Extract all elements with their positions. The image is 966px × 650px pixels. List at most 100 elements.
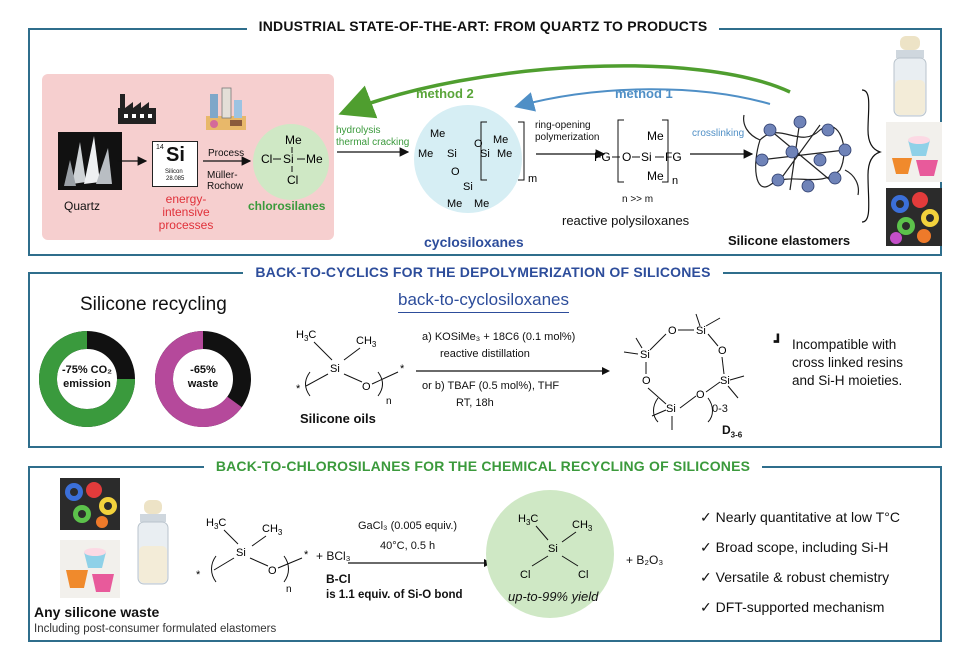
repeat-range-label: 0-3 [712,403,728,415]
thermal-cracking-label: thermal cracking [336,137,410,148]
crosslinking-label: crosslinking [692,128,745,139]
svg-text:Me: Me [497,148,512,160]
svg-text:Si: Si [463,181,473,193]
checklist-item: ✓ Broad scope, including Si-H [700,532,900,562]
baby-bottle-waste-image [137,500,169,585]
dichlorodimethylsilane-product-structure: H3C CH3 Si Cl Cl [518,513,593,581]
svg-text:Me: Me [418,148,433,160]
svg-text:Me: Me [647,169,664,183]
check-text: DFT-supported mechanism [715,599,885,615]
svg-text:*: * [296,383,301,395]
element-name: Silicon [165,169,183,175]
reactive-polysiloxanes-label: reactive polysiloxanes [562,213,690,228]
method-2-arrow [338,64,791,119]
condition-a-line1: a) KOSiMe₃ + 18C6 (0.1 mol%) [422,331,576,343]
factory-icon [118,94,156,124]
muller-rochow-label: Müller-Rochow [207,170,244,192]
co2-donut-line2: emission [63,378,111,390]
depolymerization-arrow [416,367,610,375]
atomic-number: 14 [156,144,164,151]
quartz-crystal-image [58,132,122,190]
process-label: Process [208,148,245,159]
svg-text:Si: Si [666,403,676,415]
svg-text:Me: Me [493,134,508,146]
waste-donut [155,331,251,427]
svg-text:Cl: Cl [520,569,530,581]
svg-text:Si: Si [447,148,457,160]
svg-text:O: O [622,150,631,164]
svg-text:CH3: CH3 [572,519,593,533]
silicone-polymer-structure: H3C CH3 Si O * * n [196,517,309,595]
svg-text:Si: Si [330,363,340,375]
waste-sub-label: Including post-consumer formulated elast… [34,623,277,635]
corner-bracket-icon: ┛ [774,334,782,349]
silicon-element-tile: 14 Si Silicon 28.085 [152,141,198,187]
svg-text:Cl: Cl [261,152,272,166]
incompatible-line-3: and Si-H moieties. [792,373,903,388]
waste-donut-line1: -65% [190,364,216,376]
d3-6-product-label: D3-6 [722,423,742,439]
product-letter: D [722,423,731,437]
check-text: Broad scope, including Si-H [715,539,889,555]
svg-text:O: O [696,389,705,401]
svg-text:Si: Si [283,152,294,166]
svg-text:Me: Me [285,133,302,147]
element-symbol: Si [166,144,185,166]
chlorosilane-product-circle [486,490,614,618]
baby-bottle-image [893,36,927,117]
chlorosilanes-circle [253,124,329,200]
checkmark-icon: ✓ [700,509,716,525]
dichlorodimethylsilane-structure: Me Cl Si Me Cl [261,133,323,187]
svg-text:O: O [268,565,277,577]
silicone-oils-label: Silicone oils [300,411,376,426]
b2o3-byproduct: + B₂O₃ [626,553,664,567]
incompatibility-note: Incompatible with cross linked resins an… [792,336,903,390]
refinery-icon [206,87,246,130]
industrial-scheme-drawing: Me Cl Si Me Cl Me Me Si O Si Me Me O Si … [117,64,882,223]
svg-text:FG: FG [665,150,682,164]
energy-intensive-label: energy-intensive processes [158,192,214,232]
quartz-label: Quartz [64,199,101,213]
svg-text:CH3: CH3 [356,335,377,349]
network-nodes [755,115,852,193]
svg-text:Me: Me [306,152,323,166]
condition-b-line1: or b) TBAF (0.5 mol%), THF [422,380,560,392]
svg-text:*: * [400,363,405,375]
svg-text:Me: Me [430,128,445,140]
svg-text:O: O [642,375,651,387]
checklist-item: ✓ DFT-supported mechanism [700,592,900,622]
element-mass: 28.085 [166,176,185,182]
svg-text:Me: Me [647,129,664,143]
svg-text:Si: Si [641,150,652,164]
chlorosilanes-label: chlorosilanes [248,199,326,213]
chemical-recycling-panel [28,466,942,642]
colorful-silicone-tubes-image [886,188,942,246]
industrial-panel-title: INDUSTRIAL STATE-OF-THE-ART: FROM QUARTZ… [0,18,966,34]
svg-text:Cl: Cl [578,569,588,581]
back-to-cyclosiloxanes-subtitle: back-to-cyclosiloxanes [398,290,570,313]
silicone-tubes-waste-image [60,478,120,530]
cyclosiloxane-ring-structure: Me Me Si O Si Me Me O Si Me Me m [418,121,537,210]
silicone-oil-structure: H3C CH3 Si O * * n [296,329,405,407]
svg-text:Si: Si [480,148,490,160]
co2-emission-donut [39,331,135,427]
svg-text:O: O [362,381,371,393]
rop-label-1: ring-opening [535,120,591,131]
condition-a-line2: reactive distillation [440,348,530,360]
donut-reduction-arc [155,331,242,427]
svg-text:Cl: Cl [287,173,298,187]
check-text: Versatile & robust chemistry [715,569,890,585]
cyclosiloxanes-circle [414,105,522,213]
rop-label-2: polymerization [535,132,600,143]
check-text: Nearly quantitative at low T°C [715,509,900,525]
svg-text:Si: Si [696,325,706,337]
svg-text:n: n [672,175,678,187]
temperature-time-condition: 40°C, 0.5 h [380,540,436,552]
silicone-recycling-heading: Silicone recycling [80,294,227,315]
condition-b-line2: RT, 18h [456,397,494,409]
svg-text:Me: Me [474,198,489,210]
svg-text:O: O [474,138,483,150]
svg-text:n: n [386,396,392,407]
checkmark-icon: ✓ [700,569,716,585]
chlorination-arrow [348,559,492,567]
